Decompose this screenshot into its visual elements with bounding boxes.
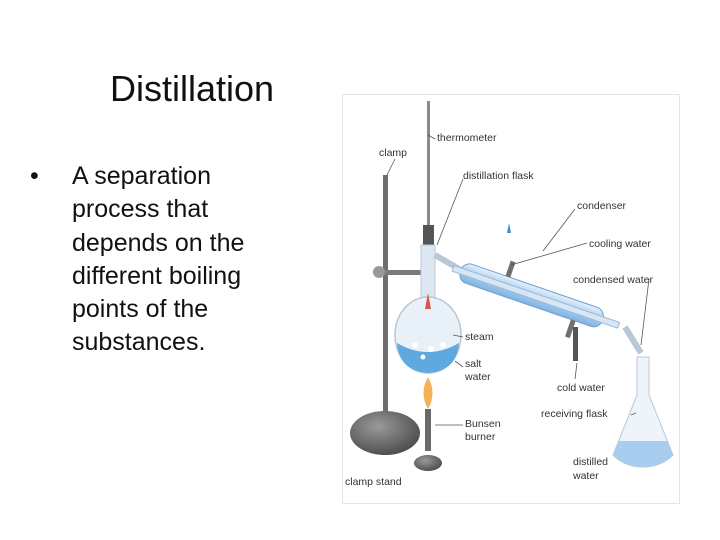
label-receiving-flask: receiving flask — [541, 408, 608, 420]
thermometer-stopper — [423, 225, 434, 245]
label-thermometer: thermometer — [437, 132, 497, 144]
label-clamp: clamp — [379, 147, 407, 159]
thermometer-bulb — [425, 293, 431, 309]
label-condensed-water: condensed water — [573, 274, 653, 286]
salt-water-liquid — [397, 343, 459, 373]
distillation-apparatus-svg: thermometer clamp distillation flask con… — [345, 101, 674, 488]
label-clamp-stand: clamp stand — [345, 476, 402, 488]
label-salt: salt — [465, 358, 481, 370]
bullet-dot: • — [30, 162, 39, 190]
water-drop — [507, 223, 511, 233]
cold-water-hose — [573, 327, 578, 361]
water-outlet — [505, 260, 516, 278]
clamp-arm — [377, 270, 432, 275]
label-distillation-flask: distillation flask — [463, 170, 534, 182]
burner-tube — [425, 409, 431, 451]
label-distilled-water: water — [572, 470, 599, 482]
bubble — [420, 354, 426, 360]
distilled-water-liquid — [613, 441, 673, 467]
bubble — [412, 342, 418, 348]
thermometer-rod — [427, 101, 430, 271]
label-condenser: condenser — [577, 200, 627, 212]
label-salt-water: water — [464, 371, 491, 383]
label-cold-water: cold water — [557, 382, 605, 394]
leader-lines — [386, 134, 650, 426]
label-distilled: distilled — [573, 456, 608, 468]
bubble — [428, 346, 434, 352]
clamp-knob — [373, 266, 385, 278]
slide-title: Distillation — [110, 68, 275, 109]
water-inlet — [565, 319, 576, 339]
burner-base — [414, 455, 442, 471]
distillation-diagram: thermometer clamp distillation flask con… — [342, 94, 680, 504]
label-steam: steam — [465, 331, 494, 343]
label-bunsen: Bunsen — [465, 418, 501, 430]
stand-rod — [383, 175, 388, 425]
condenser-inner-tube — [451, 264, 621, 329]
bubble — [440, 342, 446, 348]
condenser — [451, 260, 621, 339]
label-cooling-water: cooling water — [589, 238, 651, 250]
stand-base — [350, 411, 420, 455]
adapter-tube — [622, 325, 644, 355]
bullet-text: A separation process that depends on the… — [72, 162, 245, 357]
label-burner: burner — [465, 431, 496, 443]
burner-flame — [423, 377, 433, 409]
